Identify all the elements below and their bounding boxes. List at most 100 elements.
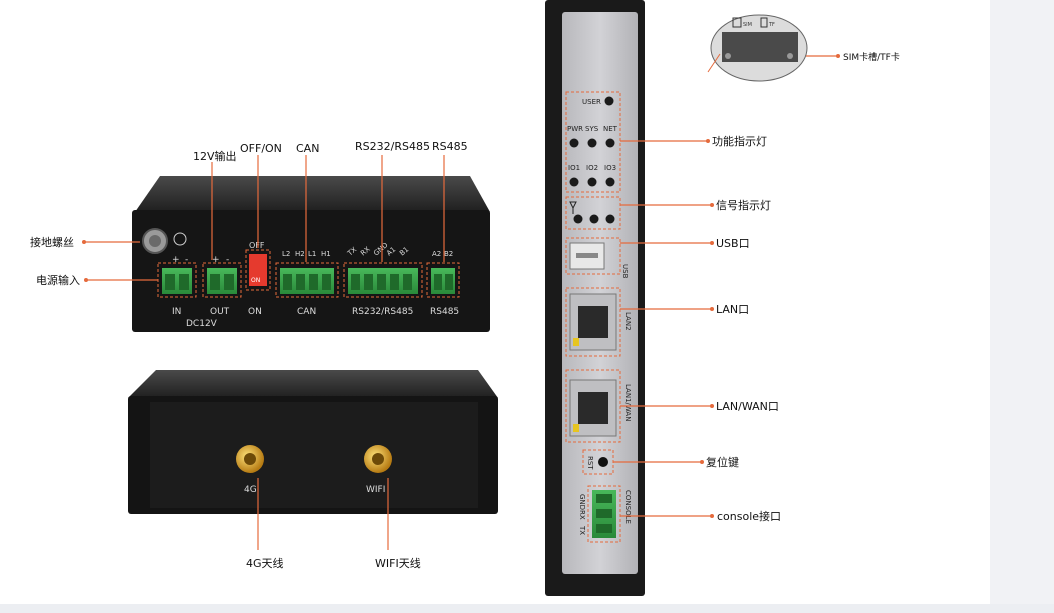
pin-label: H1 (321, 250, 331, 258)
pin-label: A2 (432, 250, 441, 258)
lanwan-socket (578, 392, 608, 424)
rs-outline (343, 262, 423, 298)
led-pwr (569, 138, 579, 148)
label-lan-wan-port: LAN/WAN口 (716, 400, 779, 413)
signal-antenna-icon (569, 201, 577, 214)
rs-label: RS232/RS485 (352, 307, 413, 317)
antenna-wifi-core (372, 453, 384, 465)
usb-panel-label: USB (621, 264, 629, 279)
label-rs485: RS485 (432, 140, 468, 153)
label-console-port: console接口 (717, 510, 781, 523)
terminal-slot (210, 274, 220, 290)
back-inner (150, 402, 478, 508)
terminal-slot (283, 274, 292, 290)
label-12v-out: 12V输出 (193, 149, 237, 163)
pin-label: L1 (308, 250, 316, 258)
pin-label: B2 (444, 250, 453, 258)
dc-in-minus: - (185, 255, 188, 265)
sim-slot-plate (722, 32, 798, 62)
side-callout-lines (613, 55, 838, 517)
lanwan-panel-label: LAN1/WAN (624, 384, 632, 421)
sim-mark: SIM (743, 22, 752, 28)
led-io3-label: IO3 (604, 164, 616, 172)
led-io2 (587, 177, 597, 187)
lanwan-led (573, 424, 579, 432)
console-outline (587, 485, 621, 543)
signal-led-1 (573, 214, 583, 224)
dip-on-label: ON (248, 307, 262, 317)
pin-label: GND (578, 494, 586, 510)
signal-outline (565, 196, 621, 230)
lan2-socket (578, 306, 608, 338)
sim-inset: SIM TF (707, 14, 808, 82)
lan2-led (573, 338, 579, 346)
pin-label: RX (578, 510, 586, 520)
right-margin (990, 0, 1054, 613)
antenna-4g-core (244, 453, 256, 465)
label-signal-leds: 信号指示灯 (716, 198, 771, 212)
side-callout-dots (700, 54, 840, 518)
dc-in-label: IN (172, 307, 181, 317)
can-outline (275, 262, 339, 298)
front-callout-lines (84, 155, 445, 281)
signal-led-3 (605, 214, 615, 224)
rst-panel-label: RST (586, 456, 594, 470)
ground-symbol-icon (173, 232, 187, 246)
console-slot (596, 509, 612, 518)
dip-on-mark: ON (251, 277, 260, 284)
tf-card-icon (760, 17, 768, 28)
led-sys (587, 138, 597, 148)
dc-out-plus: + (212, 255, 220, 265)
rs485-outline (426, 262, 460, 298)
pin-label: H2 (295, 250, 305, 258)
led-io1 (569, 177, 579, 187)
led-user-label: USER (582, 98, 601, 106)
lan2-outline (565, 287, 621, 357)
label-wifi-antenna: WIFI天线 (375, 556, 421, 570)
dc-out-outline (202, 262, 242, 298)
tf-mark: TF (768, 22, 775, 28)
back-view: 4G WIFI (128, 370, 498, 514)
terminal-slot (377, 274, 386, 290)
terminal-slot (445, 274, 453, 290)
sim-screw-left (725, 53, 731, 59)
ground-screw-head (149, 235, 161, 247)
label-rs232-rs485: RS232/RS485 (355, 140, 430, 153)
lan2-panel-label: LAN2 (624, 312, 632, 331)
label-power-input: 电源输入 (36, 273, 80, 287)
terminal-slot (364, 274, 373, 290)
terminal-slot (434, 274, 442, 290)
label-sim-tf: SIM卡槽/TF卡 (843, 51, 900, 63)
rst-button (598, 457, 608, 467)
sim-screw-right (787, 53, 793, 59)
label-4g-antenna: 4G天线 (246, 556, 284, 570)
label-function-leds: 功能指示灯 (712, 134, 767, 148)
front-callout-dots (82, 240, 88, 282)
bottom-margin (0, 604, 1054, 613)
led-net-label: NET (603, 125, 618, 133)
terminal-slot (351, 274, 360, 290)
pin-label: TX (578, 525, 586, 535)
led-sys-label: SYS (585, 125, 599, 133)
antenna-4g-panel-label: 4G (244, 485, 257, 495)
dc-out-label: OUT (210, 307, 230, 317)
side-view: USER PWR SYS NET IO1 IO2 IO3 USB LAN2 (545, 0, 645, 596)
label-lan-port: LAN口 (716, 303, 749, 316)
led-pwr-label: PWR (567, 125, 583, 133)
dc12v-label: DC12V (186, 319, 218, 329)
dip-outline (245, 249, 271, 291)
back-top-face (128, 370, 498, 398)
can-label: CAN (297, 307, 316, 317)
sim-card-icon (732, 17, 742, 28)
label-reset-key: 复位键 (706, 455, 739, 469)
sim-zoom-line (707, 53, 721, 73)
led-io2-label: IO2 (586, 164, 598, 172)
rs485-panel-label: RS485 (430, 307, 459, 317)
usb-tongue (576, 253, 598, 258)
signal-led-2 (589, 214, 599, 224)
